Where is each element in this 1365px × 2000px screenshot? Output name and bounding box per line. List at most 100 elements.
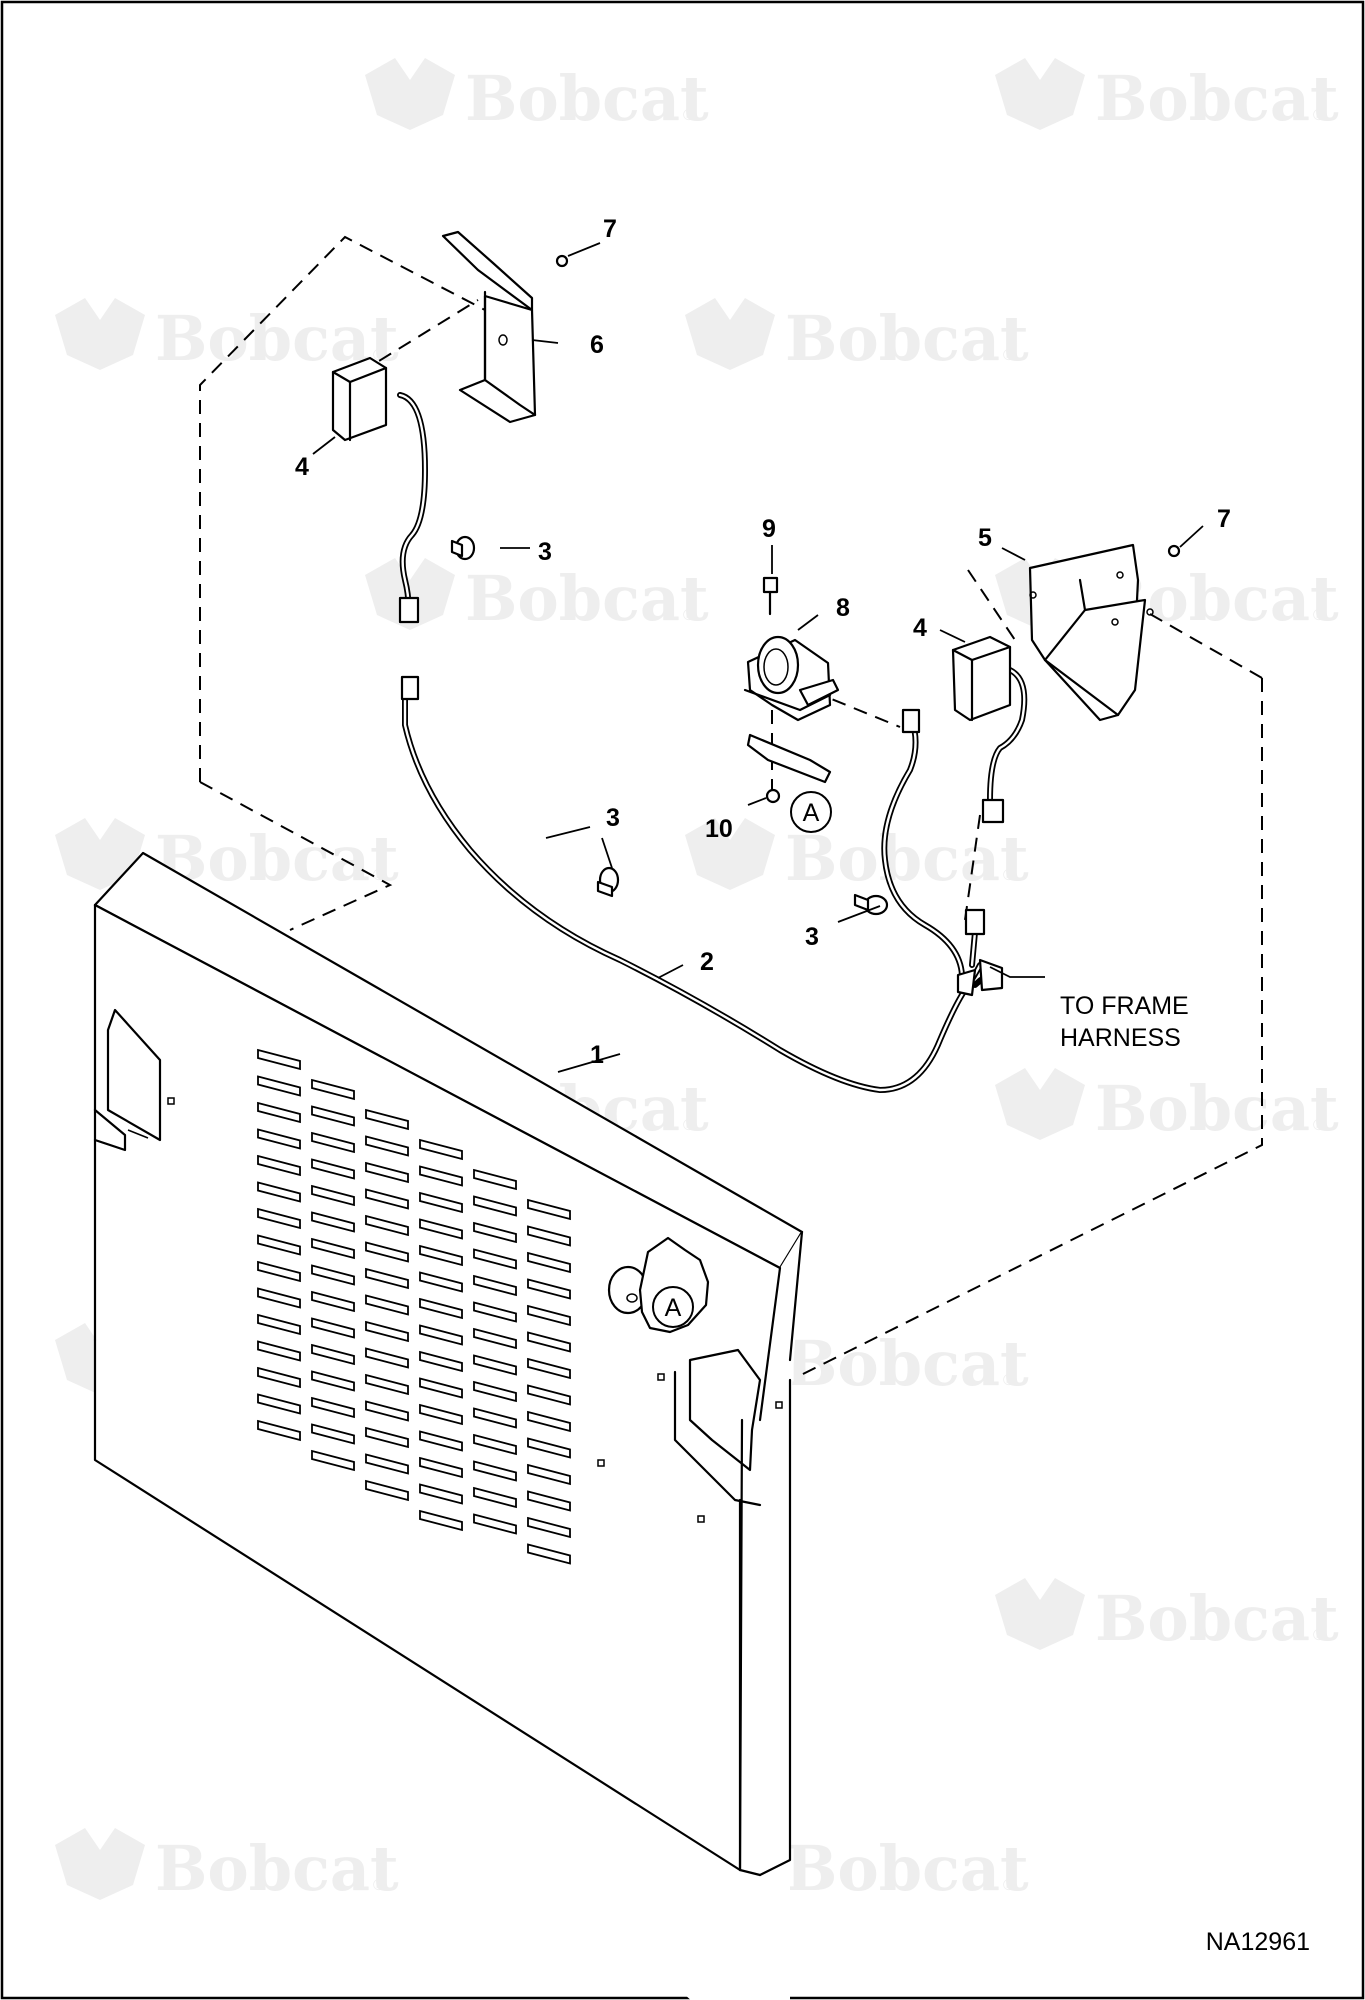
bobcat-head-logo-icon <box>995 1578 1085 1650</box>
louver-slot <box>527 1278 571 1300</box>
louver-slot <box>311 1237 355 1260</box>
louver-slot <box>473 1354 517 1376</box>
louver-slot <box>311 1370 355 1392</box>
callout-10: 10 <box>705 815 733 843</box>
louver-slot <box>527 1410 571 1433</box>
svg-text:A: A <box>803 799 820 827</box>
bobcat-head-logo-icon <box>685 818 775 890</box>
watermark-registered-mark: ® <box>1003 1372 1015 1389</box>
louver-slot <box>419 1377 463 1399</box>
louver-slot <box>257 1075 301 1097</box>
watermark-registered-mark: ® <box>1003 1877 1015 1894</box>
cable-tie-2 <box>596 866 620 898</box>
louver-slot <box>365 1214 409 1237</box>
watermark-bobcat: Bobcat® <box>365 558 709 635</box>
watermark-text: Bobcat <box>785 1327 1029 1400</box>
louver-slot <box>527 1437 571 1459</box>
watermark-registered-mark: ® <box>1003 867 1015 884</box>
callout-3: 3 <box>805 923 819 951</box>
watermark-registered-mark: ® <box>373 1877 385 1894</box>
louver-slot <box>311 1290 355 1313</box>
louver-slot <box>365 1241 409 1263</box>
drawing-number: NA12961 <box>1206 1928 1310 1956</box>
louver-slot <box>419 1350 463 1373</box>
watermark-registered-mark: ® <box>683 107 695 124</box>
louver-slot <box>419 1191 463 1214</box>
watermark-registered-mark: ® <box>1313 107 1325 124</box>
left-alarm-module <box>331 356 388 442</box>
louver-slot <box>257 1366 301 1389</box>
louver-slot <box>527 1304 571 1327</box>
louver-slot <box>257 1393 301 1415</box>
watermark-text: Bobcat <box>785 302 1029 375</box>
mount-plate-and-nut <box>746 733 832 804</box>
callout-9: 9 <box>762 515 776 543</box>
louver-slot <box>257 1340 301 1362</box>
watermark-bobcat: Bobcat® <box>55 298 399 375</box>
louver-slot <box>419 1483 463 1505</box>
callout-4: 4 <box>913 614 927 642</box>
callout-7: 7 <box>1217 505 1231 533</box>
wire-harness <box>397 392 1028 1093</box>
watermark-bobcat: Bobcat® <box>685 818 1029 895</box>
louver-slot <box>365 1400 409 1422</box>
louver-slot <box>365 1320 409 1343</box>
watermark-registered-mark: ® <box>683 1117 695 1134</box>
louver-slot <box>527 1463 571 1486</box>
louver-slot <box>527 1251 571 1274</box>
watermark-registered-mark: ® <box>1313 1627 1325 1644</box>
callout-3: 3 <box>606 804 620 832</box>
right-bracket <box>1028 543 1154 722</box>
louver-slot <box>311 1264 355 1286</box>
louver-slot <box>473 1168 517 1191</box>
callout-3: 3 <box>538 538 552 566</box>
callout-7: 7 <box>603 215 617 243</box>
frame-harness-note-line1: TO FRAME <box>1060 992 1189 1020</box>
frame-harness-note-line2: HARNESS <box>1060 1024 1181 1052</box>
cable-tie-1 <box>450 535 476 561</box>
right-alarm-module <box>951 635 1012 722</box>
louver-slot <box>473 1274 517 1297</box>
rear-grill-panel <box>93 851 805 2000</box>
louver-slot <box>527 1225 571 1247</box>
louver-slot <box>365 1479 409 1502</box>
detail-marker-a-upper: A <box>790 791 832 833</box>
louver-slot <box>311 1184 355 1207</box>
callout-8: 8 <box>836 594 850 622</box>
watermark-registered-mark: ® <box>1313 607 1325 624</box>
louver-slot <box>257 1313 301 1336</box>
callout-5: 5 <box>978 524 992 552</box>
callout-2: 2 <box>700 948 714 976</box>
watermark-text: Bobcat <box>1095 1072 1339 1145</box>
louver-slot <box>473 1486 517 1509</box>
bobcat-head-logo-icon <box>365 58 455 130</box>
watermark-bobcat: Bobcat® <box>55 818 399 895</box>
backup-alarm <box>743 635 840 722</box>
louver-slot <box>257 1287 301 1309</box>
louver-slot <box>257 1128 301 1150</box>
louver-slot <box>419 1165 463 1187</box>
louver-slot <box>473 1327 517 1350</box>
watermark-bobcat: Bobcat® <box>55 1828 399 1905</box>
louver-slot <box>473 1221 517 1244</box>
louver-slot <box>311 1078 355 1101</box>
louver-slot <box>419 1271 463 1293</box>
louver-slot <box>365 1267 409 1290</box>
watermark-text: Bobcat <box>1095 1582 1339 1655</box>
bobcat-head-logo-icon <box>995 1068 1085 1140</box>
left-bracket <box>441 230 537 424</box>
detail-marker-a-lower: A <box>652 1286 694 1328</box>
watermark-registered-mark: ® <box>373 867 385 884</box>
louver-slot <box>473 1433 517 1456</box>
louver-slot <box>257 1101 301 1124</box>
louver-slot <box>311 1423 355 1445</box>
cable-tie-3 <box>853 893 889 916</box>
watermark-text: Bobcat <box>1095 62 1339 135</box>
watermark-text: Bobcat <box>465 562 709 635</box>
louver-slot <box>473 1195 517 1217</box>
watermark-registered-mark: ® <box>1313 1117 1325 1134</box>
louver-slot <box>473 1407 517 1429</box>
